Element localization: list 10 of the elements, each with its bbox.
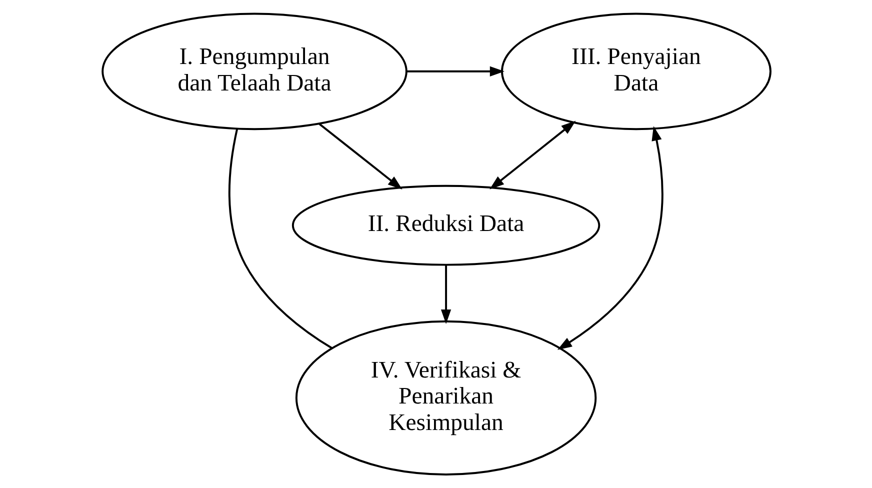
node-ellipse: II. Reduksi Data: [291, 184, 600, 266]
node-ellipse: III. Penyajian Data: [500, 12, 771, 130]
arrow: [406, 66, 504, 76]
arrow: [318, 123, 402, 190]
arrow: [489, 120, 576, 190]
arrow: [440, 264, 451, 324]
node-ellipse: I. Pengumpulan dan Telaah Data: [101, 12, 407, 130]
connector: [228, 128, 332, 350]
arrow: [556, 126, 663, 350]
node-ellipse: IV. Verifikasi & Penarikan Kesimpulan: [294, 320, 596, 476]
